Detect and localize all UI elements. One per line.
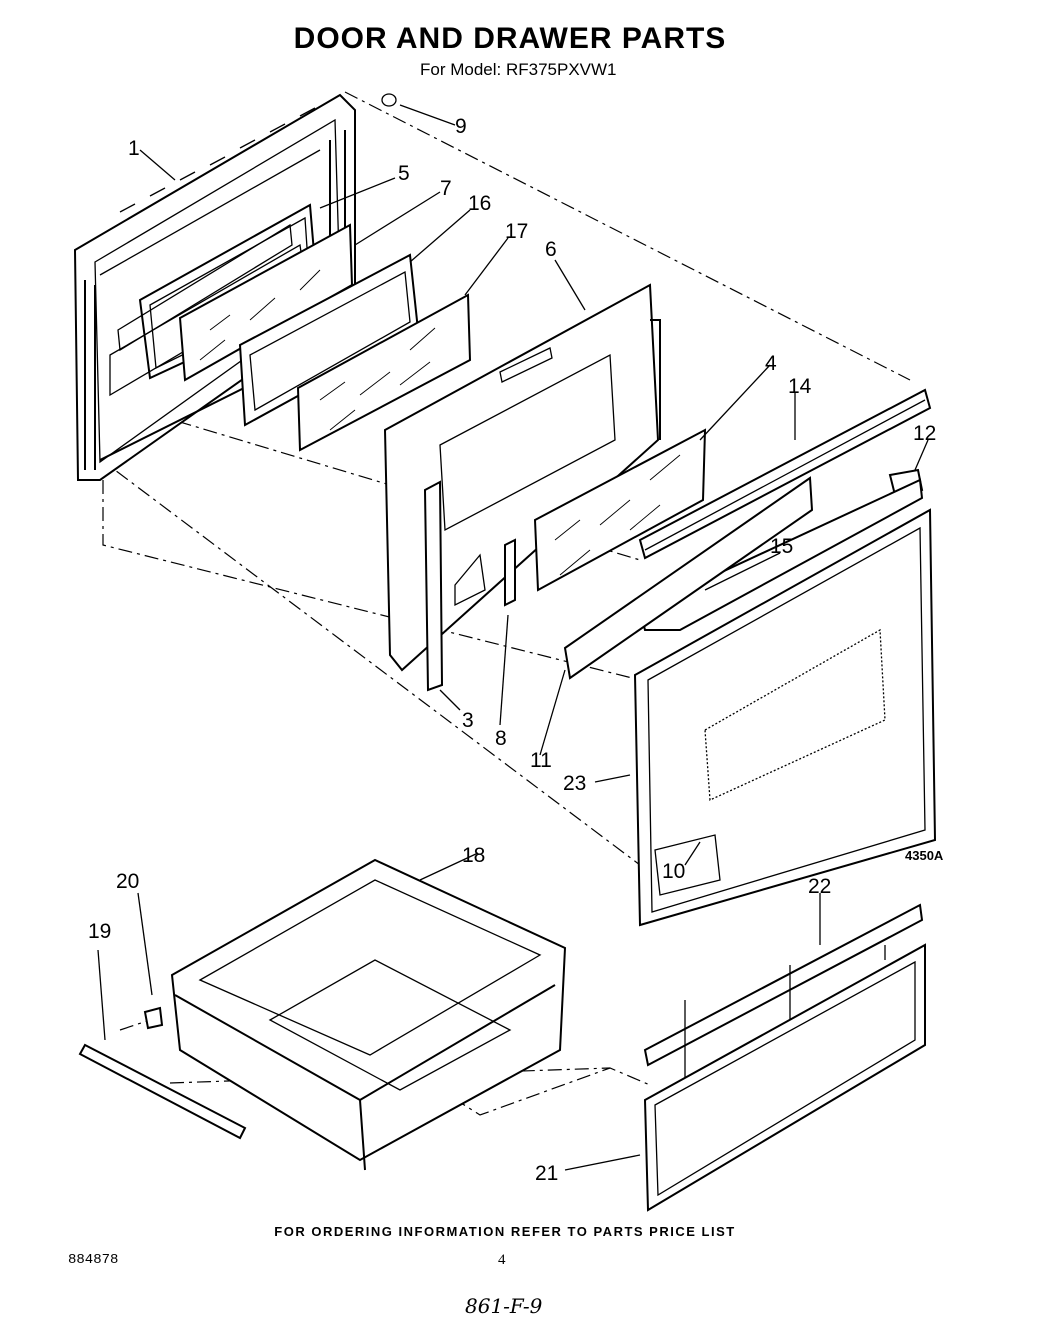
page-number: 4 [498, 1252, 506, 1268]
callout-17: 17 [505, 220, 528, 243]
model-subtitle: For Model: RF375PXVW1 [420, 60, 617, 79]
outer-door [633, 508, 937, 927]
door-handle [563, 476, 924, 680]
callout-14: 14 [788, 375, 812, 398]
drawer-front [643, 943, 926, 1212]
callout-22: 22 [808, 875, 831, 898]
page-title: DOOR AND DRAWER PARTS [293, 22, 727, 55]
door-hinge [504, 538, 516, 607]
callout-18: 18 [462, 844, 485, 867]
leader-lines [97, 104, 929, 1171]
callout-7: 7 [440, 177, 452, 200]
drawer-rail [78, 1043, 247, 1140]
callout-10: 10 [662, 860, 685, 883]
middle-glass [296, 293, 472, 452]
storage-drawer [170, 858, 567, 1171]
callout-6: 6 [545, 238, 557, 261]
callout-5: 5 [398, 162, 410, 185]
screw [381, 93, 397, 107]
callout-15: 15 [770, 535, 793, 558]
drawer-stop [143, 1006, 164, 1030]
callout-4: 4 [765, 352, 777, 375]
vent-slots [119, 107, 316, 213]
callout-3: 3 [462, 709, 474, 732]
callout-12: 12 [913, 422, 936, 445]
callout-labels: 1 5 7 16 17 6 9 4 14 12 15 3 8 11 23 10 … [88, 115, 944, 1185]
callout-9: 9 [455, 115, 467, 138]
drawer-trim [643, 903, 924, 1080]
document-number: 884878 [68, 1252, 119, 1268]
handwritten-note: 861-F-9 [465, 1294, 543, 1318]
callout-11: 11 [530, 749, 552, 772]
callout-8: 8 [495, 727, 507, 750]
callout-23: 23 [563, 772, 586, 795]
outer-door-panel [383, 283, 661, 672]
reference-code: 4350A [905, 848, 944, 863]
callout-21: 21 [535, 1162, 558, 1185]
callout-16: 16 [468, 192, 491, 215]
top-trim-strip [638, 388, 932, 560]
callout-1: 1 [128, 137, 140, 160]
side-trim [423, 480, 444, 692]
outer-glass [533, 428, 707, 592]
callout-20: 20 [116, 870, 139, 893]
ordering-note: FOR ORDERING INFORMATION REFER TO PARTS … [274, 1224, 736, 1239]
callout-19: 19 [88, 920, 111, 943]
